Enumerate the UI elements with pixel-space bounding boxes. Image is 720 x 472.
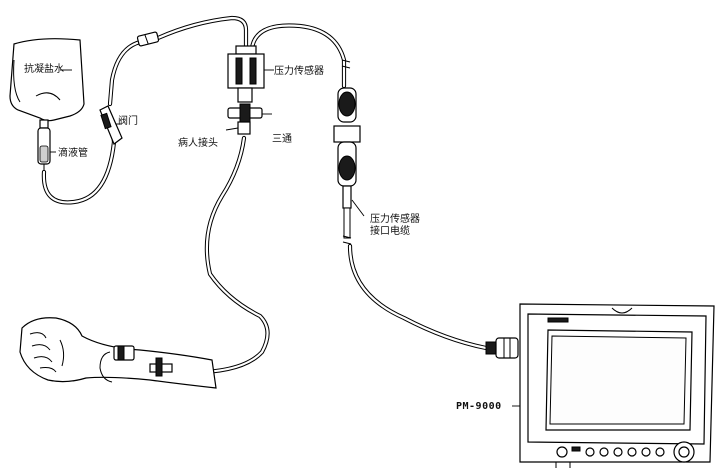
label-transducer-cable-2: 接口电缆 [370, 224, 410, 237]
label-pressure-transducer: 压力传感器 [274, 64, 324, 77]
label-drip-tube: 滴液管 [58, 146, 88, 159]
label-anticoagulant-saline: 抗凝盐水 [24, 62, 64, 75]
label-transducer-cable-1: 压力传感器 [370, 212, 420, 225]
luer-connector [136, 31, 160, 47]
patient-connector-leader [225, 127, 239, 131]
pressure-transducer [227, 45, 274, 103]
label-patient-connector: 病人接头 [178, 136, 218, 149]
drip-chamber [37, 127, 51, 172]
label-monitor-model: PM-9000 [456, 401, 502, 412]
label-valve: 阀门 [118, 114, 138, 127]
monitor-cable-connector [485, 337, 519, 359]
transducer-cable [333, 59, 365, 245]
monitor-pm9000 [512, 303, 715, 468]
tubing [41, 15, 497, 375]
patient-arm [19, 317, 217, 389]
three-way-stopcock [227, 103, 272, 135]
label-three-way: 三通 [272, 133, 292, 145]
saline-bag [9, 38, 85, 129]
roller-clamp [99, 105, 123, 145]
